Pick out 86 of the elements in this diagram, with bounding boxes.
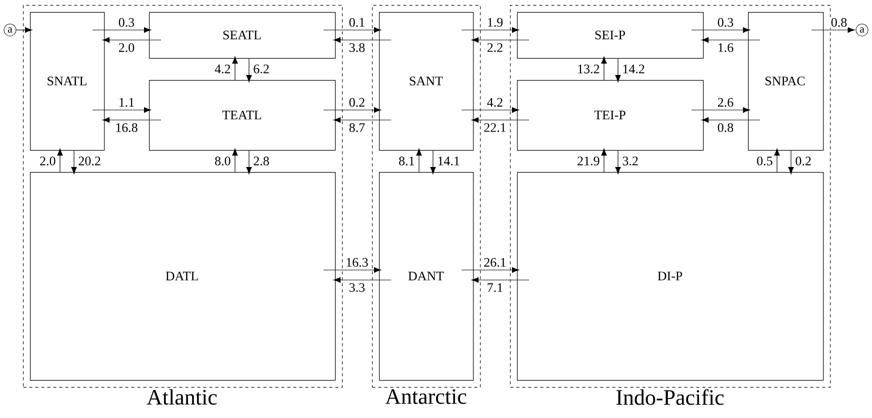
edge-label: 0.8 xyxy=(830,16,848,28)
flow-arrow xyxy=(102,37,162,43)
edge-label: 1.1 xyxy=(117,97,136,108)
region-label: Indo-Pacific xyxy=(616,389,724,405)
flow-arrow xyxy=(702,117,760,123)
flow-arrow xyxy=(472,37,530,43)
flow-arrow xyxy=(246,58,252,82)
flow-arrow xyxy=(615,150,621,174)
flow-arrow xyxy=(323,267,382,273)
flow-arrow xyxy=(232,56,238,80)
edge-label: 3.8 xyxy=(348,42,366,54)
compartment-box: TEI-P xyxy=(517,80,704,151)
edge-label: 4.2 xyxy=(486,97,504,108)
flow-arrow xyxy=(92,107,152,113)
flow-arrow xyxy=(615,58,621,82)
flow-arrow xyxy=(323,107,382,113)
flow-arrow xyxy=(57,148,63,172)
compartment-box: SEI-P xyxy=(517,12,704,59)
edge-label: 4.2 xyxy=(214,64,232,74)
edge-label: 2.6 xyxy=(716,97,735,108)
flow-arrow xyxy=(71,150,77,174)
edge-label: 3.3 xyxy=(348,282,366,293)
flow-arrow xyxy=(601,148,607,172)
flow-arrow xyxy=(601,56,607,80)
edge-label: 7.1 xyxy=(486,282,504,293)
flow-arrow xyxy=(788,150,794,174)
edge-label: 14.1 xyxy=(436,156,461,166)
flow-arrow xyxy=(334,277,392,283)
edge-label: 0.2 xyxy=(348,96,366,108)
edge-label: 13.2 xyxy=(576,64,601,74)
flow-arrow xyxy=(472,117,530,123)
circled-letter: a xyxy=(4,24,16,36)
edge-label: 6.2 xyxy=(252,64,270,74)
flow-arrow xyxy=(16,27,32,33)
compartment-box: SNPAC xyxy=(748,12,824,151)
edge-label: 1.9 xyxy=(486,17,504,28)
flow-arrow xyxy=(416,148,422,172)
compartment-box: DANT xyxy=(379,172,474,381)
edge-label: 8.0 xyxy=(214,156,232,166)
compartment-box: SEATL xyxy=(149,12,336,59)
edge-label: 0.5 xyxy=(756,156,774,166)
edge-label: 0.8 xyxy=(716,122,735,134)
compartment-box: DATL xyxy=(30,172,336,381)
flow-arrow xyxy=(92,27,152,33)
edge-label: 2.2 xyxy=(486,42,504,53)
circled-letter: a xyxy=(856,24,868,36)
compartment-box: DI-P xyxy=(517,172,824,381)
edge-label: 2.0 xyxy=(117,42,136,54)
region-label: Atlantic xyxy=(146,389,217,405)
edge-label: 0.2 xyxy=(794,156,812,166)
flow-arrow xyxy=(232,148,238,172)
region-label: Antarctic xyxy=(385,389,466,404)
compartment-box: SNATL xyxy=(30,12,105,151)
flow-arrow xyxy=(774,148,780,172)
edge-label: 16.8 xyxy=(114,122,139,134)
edge-label: 8.1 xyxy=(398,156,416,166)
flow-arrow xyxy=(430,150,436,174)
flow-arrow xyxy=(246,150,252,174)
edge-label: 14.2 xyxy=(621,64,646,74)
flow-arrow xyxy=(461,27,520,33)
edge-label: 0.1 xyxy=(348,16,366,28)
flow-arrow xyxy=(461,267,520,273)
edge-label: 22.1 xyxy=(482,122,508,133)
edge-label: 1.6 xyxy=(716,42,735,53)
flow-arrow xyxy=(102,117,162,123)
flow-arrow xyxy=(702,37,760,43)
flow-arrow xyxy=(691,107,750,113)
edge-label: 8.7 xyxy=(348,122,366,134)
edge-label: 2.0 xyxy=(38,156,57,166)
edge-label: 2.8 xyxy=(252,156,270,166)
flow-arrow xyxy=(461,107,520,113)
flow-arrow xyxy=(323,27,382,33)
edge-label: 21.9 xyxy=(576,156,601,166)
flow-arrow xyxy=(334,37,392,43)
compartment-box: TEATL xyxy=(149,80,336,151)
edge-label: 0.3 xyxy=(117,16,136,28)
edge-label: 3.2 xyxy=(621,156,640,166)
edge-label: 0.3 xyxy=(716,16,735,28)
flow-arrow xyxy=(811,27,855,33)
edge-label: 16.3 xyxy=(344,257,370,268)
compartment-box: SANT xyxy=(379,12,474,151)
edge-label: 20.2 xyxy=(77,156,102,166)
edge-label: 26.1 xyxy=(482,257,508,268)
flow-arrow xyxy=(691,27,750,33)
flow-arrow xyxy=(334,117,392,123)
flow-arrow xyxy=(472,277,530,283)
